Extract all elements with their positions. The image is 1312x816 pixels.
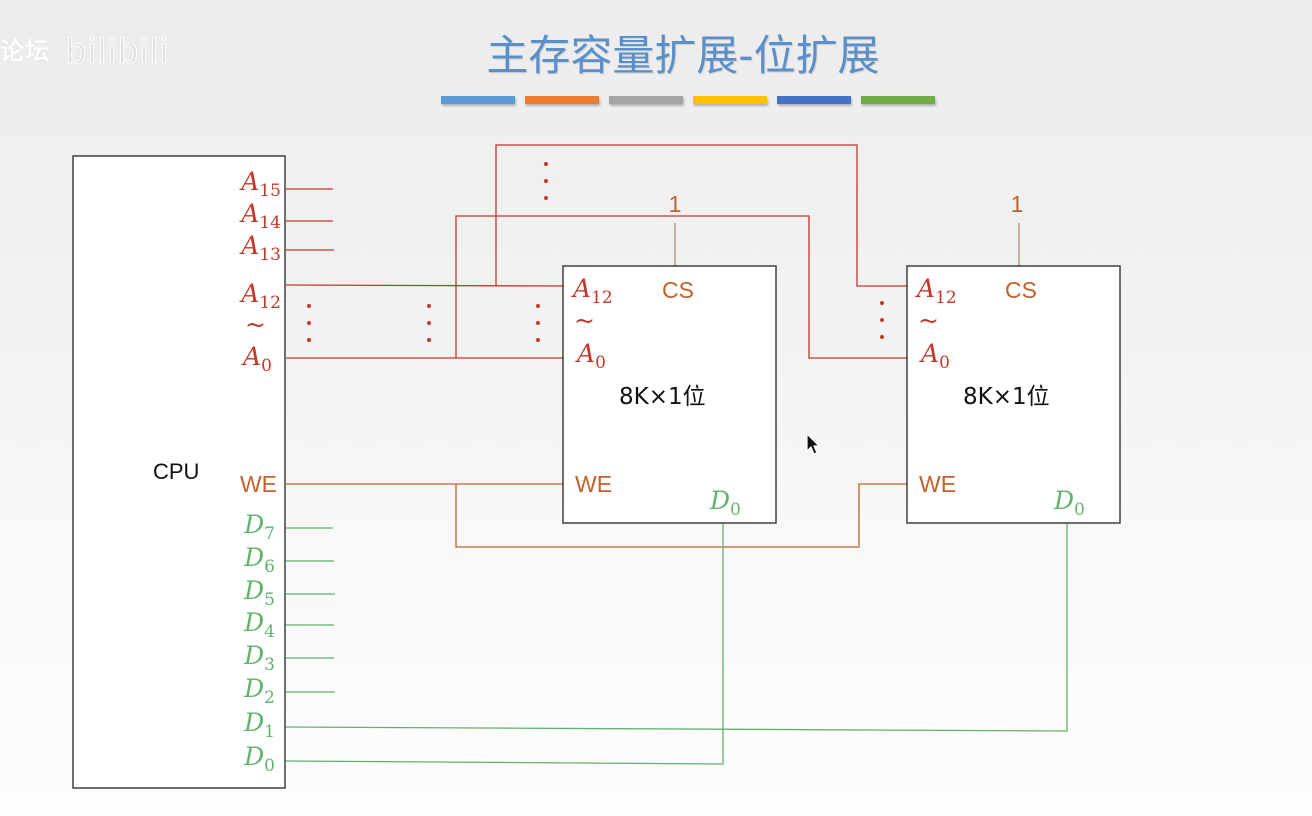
bilibili-logo-icon: bilibili	[65, 30, 171, 72]
cpu-label: CPU	[153, 459, 199, 484]
cpu-pin-d1: D1	[243, 708, 275, 742]
wire-a12-bus	[285, 284, 564, 287]
chip-2-pin-we: WE	[919, 471, 956, 497]
chip-2-box	[906, 265, 1121, 524]
cpu-pin-a13: A13	[239, 231, 281, 265]
chip-1-range-symbol: ~	[574, 306, 595, 335]
wire-d0-to-chip1	[285, 523, 724, 765]
chip-2: 1 A12 CS ~ A0 8K×1位 WE D0	[915, 191, 1085, 520]
cpu-pin-d5: D5	[243, 576, 275, 610]
wire-d1-to-chip2	[285, 523, 1068, 732]
wire-a12-to-chip2	[495, 144, 907, 287]
ellipsis-icon	[427, 304, 431, 342]
cpu-pin-we: WE	[240, 471, 277, 497]
chip-1-pin-a0: A0	[575, 339, 606, 373]
chip-2-pin-a12: A12	[915, 274, 957, 308]
chip-1-cs-value: 1	[669, 191, 682, 217]
cpu-range-symbol: ~	[245, 310, 266, 339]
chip-2-range-symbol: ~	[918, 306, 939, 335]
color-bar-strip	[441, 96, 945, 104]
chip-1-pin-we: WE	[575, 471, 612, 497]
color-bar	[777, 96, 851, 104]
wire-we-to-chip2	[455, 483, 907, 548]
cpu-pin-d7: D7	[243, 510, 275, 544]
chip-2-pin-a0: A0	[919, 339, 950, 373]
watermark: 论坛 bilibili	[0, 30, 170, 72]
address-wires	[285, 144, 907, 359]
chip-1: 1 A12 CS ~ A0 8K×1位 WE D0	[571, 191, 741, 520]
wire-a0-to-chip2	[455, 215, 907, 359]
ellipsis-icon	[544, 162, 548, 200]
color-bar	[441, 96, 515, 104]
cpu-pin-d2: D2	[243, 674, 275, 708]
chip-1-box	[562, 265, 777, 524]
cpu-pin-a0: A0	[241, 342, 272, 376]
cpu-pin-d3: D3	[243, 641, 275, 675]
chip-2-pin-d0: D0	[1053, 486, 1085, 520]
chip-1-capacity: 8K×1位	[619, 384, 706, 410]
ellipsis-icon	[880, 301, 884, 339]
cpu-pin-a15: A15	[239, 167, 281, 201]
cpu-pin-d4: D4	[243, 608, 275, 642]
color-bar	[525, 96, 599, 104]
data-wires	[285, 523, 1068, 765]
mouse-cursor-icon	[806, 433, 821, 455]
color-bar	[861, 96, 935, 104]
watermark-text: 论坛	[0, 38, 50, 65]
cpu-pin-a12: A12	[239, 279, 281, 313]
color-bar	[693, 96, 767, 104]
ellipsis-icon	[307, 304, 311, 342]
chip-2-capacity: 8K×1位	[963, 384, 1050, 410]
cpu-pin-d0: D0	[243, 742, 275, 776]
cpu-box	[72, 155, 286, 789]
chip-2-cs-label: CS	[1005, 277, 1037, 303]
cpu-pin-d6: D6	[243, 543, 275, 577]
chip-2-cs-value: 1	[1011, 191, 1024, 217]
cpu-pin-a14: A14	[239, 199, 281, 233]
chip-1-cs-label: CS	[662, 277, 694, 303]
ellipsis-group	[307, 162, 884, 342]
color-bar	[609, 96, 683, 104]
control-wires	[286, 223, 1020, 548]
chip-1-pin-d0: D0	[709, 486, 741, 520]
ellipsis-icon	[536, 304, 540, 342]
slide-title: 主存容量扩展-位扩展	[486, 31, 880, 80]
chip-1-pin-a12: A12	[571, 274, 613, 308]
